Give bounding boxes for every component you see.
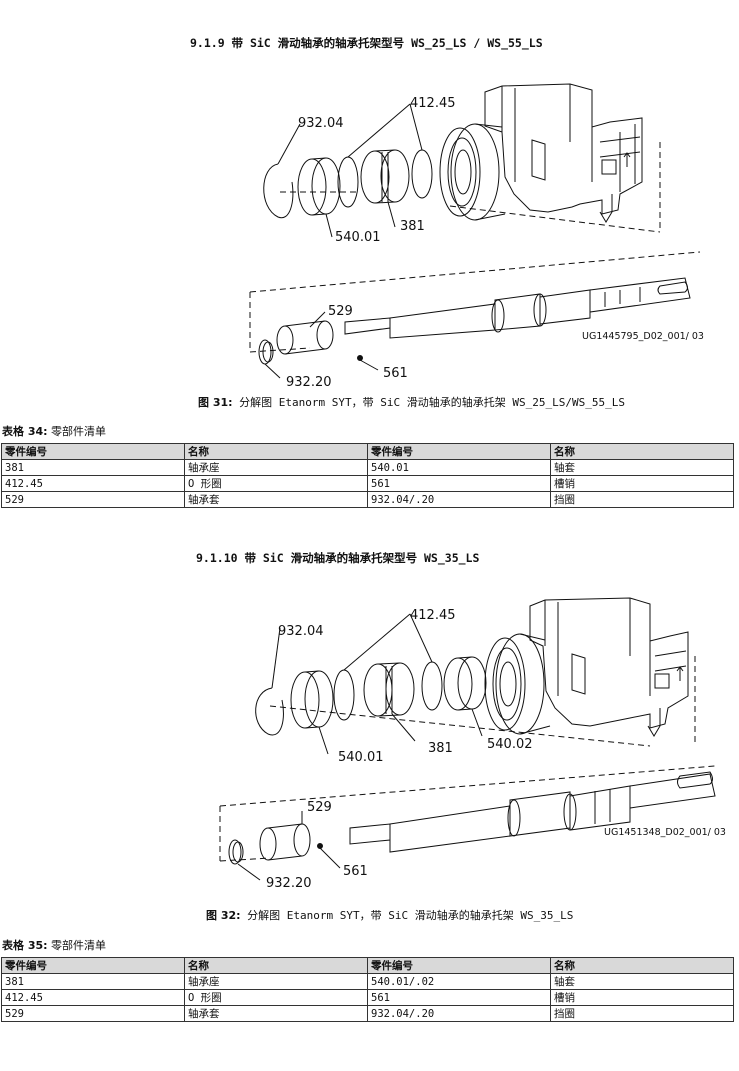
column-header-part-no-2: 零件编号 [367, 443, 551, 460]
table-cell: 932.04/.20 [367, 1005, 551, 1022]
retaining-ring-932-04 [263, 163, 294, 219]
label-412-45: 412.45 [410, 96, 456, 111]
table-cell: 381 [1, 973, 185, 990]
table-cell: 挡圈 [550, 1005, 734, 1022]
table-cell: O 形圈 [184, 475, 368, 492]
figure-31-caption-number: 图 31: [198, 396, 233, 409]
table-row: 529 轴承套 932.04/.20 挡圈 [1, 1005, 734, 1022]
figure-31-caption-text: 分解图 Etanorm SYT，带 SiC 滑动轴承的轴承托架 WS_25_LS… [232, 396, 625, 409]
bearing-bracket-drawing [439, 83, 643, 223]
table-cell: 轴套 [550, 459, 734, 476]
table-35-label: 表格 35: 零部件清单 [2, 937, 106, 953]
table-cell: 轴承套 [184, 1005, 368, 1022]
table-cell: 529 [1, 1005, 185, 1022]
column-header-part-no: 零件编号 [1, 957, 185, 974]
shaft-drawing [344, 277, 691, 339]
table-row: 412.45 O 形圈 561 槽销 [1, 989, 734, 1006]
section-heading-9-1-10: 9.1.10 带 SiC 滑动轴承的轴承托架型号 WS_35_LS [196, 551, 480, 565]
column-header-part-no-2: 零件编号 [367, 957, 551, 974]
table-cell: O 形圈 [184, 989, 368, 1006]
figure-32-doc-code: UG1451348_D02_001/ 03 [604, 827, 726, 838]
table-cell: 轴套 [550, 973, 734, 990]
table-row: 529 轴承套 932.04/.20 挡圈 [1, 491, 734, 508]
label-561: 561 [383, 366, 408, 381]
table-cell: 412.45 [1, 989, 185, 1006]
table-header-row: 零件编号 名称 零件编号 名称 [1, 957, 734, 974]
figure-32-caption: 图 32: 分解图 Etanorm SYT，带 SiC 滑动轴承的轴承托架 WS… [206, 907, 573, 923]
table-cell: 540.01/.02 [367, 973, 551, 990]
figure-31-doc-code: UG1445795_D02_001/ 03 [582, 331, 704, 342]
table-cell: 轴承座 [184, 459, 368, 476]
label-381: 381 [400, 219, 425, 234]
figure-32-caption-text: 分解图 Etanorm SYT，带 SiC 滑动轴承的轴承托架 WS_35_LS [240, 909, 574, 922]
label-540-01: 540.01 [335, 230, 381, 245]
label-381: 381 [428, 741, 453, 756]
label-561: 561 [343, 864, 368, 879]
table-row: 381 轴承座 540.01/.02 轴套 [1, 973, 734, 990]
table-header-row: 零件编号 名称 零件编号 名称 [1, 443, 734, 460]
label-932-20: 932.20 [266, 876, 312, 891]
table-cell: 槽销 [550, 475, 734, 492]
column-header-name-2: 名称 [550, 957, 734, 974]
column-header-name: 名称 [184, 957, 368, 974]
figure-32-caption-number: 图 32: [206, 909, 241, 922]
shaft-drawing [349, 771, 716, 853]
table-cell: 轴承座 [184, 973, 368, 990]
label-932-20: 932.20 [286, 375, 332, 390]
table-cell: 561 [367, 475, 551, 492]
table-row: 381 轴承座 540.01 轴套 [1, 459, 734, 476]
table-cell: 540.01 [367, 459, 551, 476]
table-cell: 381 [1, 459, 185, 476]
exploded-view-figure-31 [249, 83, 701, 379]
section-heading-9-1-9: 9.1.9 带 SiC 滑动轴承的轴承托架型号 WS_25_LS / WS_55… [190, 36, 543, 50]
table-cell: 412.45 [1, 475, 185, 492]
label-932-04: 932.04 [278, 624, 324, 639]
label-540-02: 540.02 [487, 737, 533, 752]
exploded-view-figure-32 [219, 597, 716, 881]
table-row: 412.45 O 形圈 561 槽销 [1, 475, 734, 492]
label-540-01: 540.01 [338, 750, 384, 765]
table-cell: 槽销 [550, 989, 734, 1006]
column-header-name: 名称 [184, 443, 368, 460]
label-529: 529 [307, 800, 332, 815]
label-529: 529 [328, 304, 353, 319]
table-34-label-text: 零部件清单 [47, 425, 107, 438]
table-34-label: 表格 34: 零部件清单 [2, 423, 106, 439]
label-412-45: 412.45 [410, 608, 456, 623]
table-34-label-number: 表格 34: [2, 425, 48, 438]
table-35-label-text: 零部件清单 [47, 939, 107, 952]
parts-table-34: 零件编号 名称 零件编号 名称 381 轴承座 540.01 轴套 412.45… [1, 443, 734, 508]
table-cell: 轴承套 [184, 491, 368, 508]
label-932-04: 932.04 [298, 116, 344, 131]
figure-31-caption: 图 31: 分解图 Etanorm SYT，带 SiC 滑动轴承的轴承托架 WS… [198, 394, 625, 410]
parts-table-35: 零件编号 名称 零件编号 名称 381 轴承座 540.01/.02 轴套 41… [1, 957, 734, 1022]
table-cell: 932.04/.20 [367, 491, 551, 508]
retaining-ring-932-04 [255, 687, 284, 736]
table-35-label-number: 表格 35: [2, 939, 48, 952]
column-header-name-2: 名称 [550, 443, 734, 460]
bearing-bracket-drawing [484, 597, 689, 737]
table-cell: 529 [1, 491, 185, 508]
column-header-part-no: 零件编号 [1, 443, 185, 460]
table-cell: 561 [367, 989, 551, 1006]
table-cell: 挡圈 [550, 491, 734, 508]
